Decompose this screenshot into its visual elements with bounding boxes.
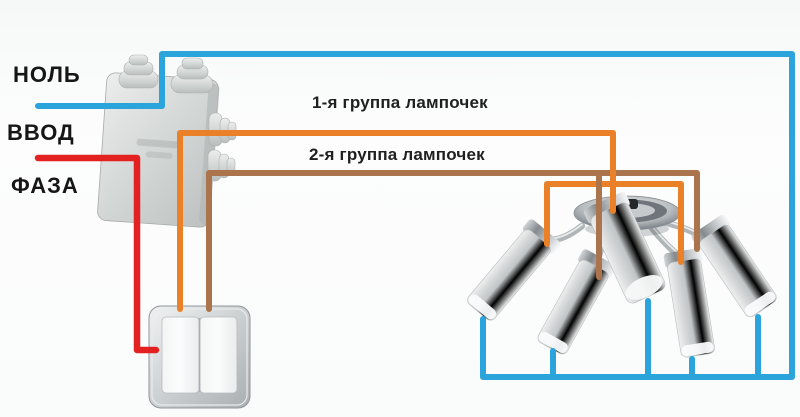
lamp-1: [467, 219, 560, 321]
switch-rocker-left: [161, 316, 200, 394]
chandelier: [467, 192, 777, 358]
neutral-wire: [35, 51, 795, 380]
label-phase: ФАЗА: [11, 173, 79, 198]
cable-gland-top-left: [118, 54, 159, 89]
junction-box-emboss-mark: [136, 138, 181, 149]
switch-rocker-right: [199, 316, 238, 394]
junction-box-emboss-mark: [145, 151, 173, 159]
lamp-5: [691, 214, 777, 318]
neutral-wire-main: [35, 51, 795, 380]
phase-wire: [34, 154, 160, 354]
cable-gland-top-right: [170, 57, 214, 94]
group2-wire-main: [206, 170, 700, 312]
light-switch: [148, 305, 251, 409]
lamp-2: [537, 249, 616, 355]
group1-wire-branch: [544, 181, 684, 265]
cable-gland-side-lower: [207, 149, 236, 182]
group2-wire: [206, 170, 700, 312]
label-lamp-group-1: 1-я группа лампочек: [312, 93, 488, 112]
lamp-4: [663, 248, 715, 358]
label-neutral: НОЛЬ: [13, 62, 81, 87]
switch-frame-highlight: [151, 308, 248, 406]
junction-box: [97, 54, 237, 228]
lamp-3: [583, 192, 666, 304]
label-lamp-group-2: 2-я группа лампочек: [309, 145, 485, 164]
cable-gland-side-upper: [208, 112, 237, 147]
label-input: ВВОД: [7, 120, 75, 145]
